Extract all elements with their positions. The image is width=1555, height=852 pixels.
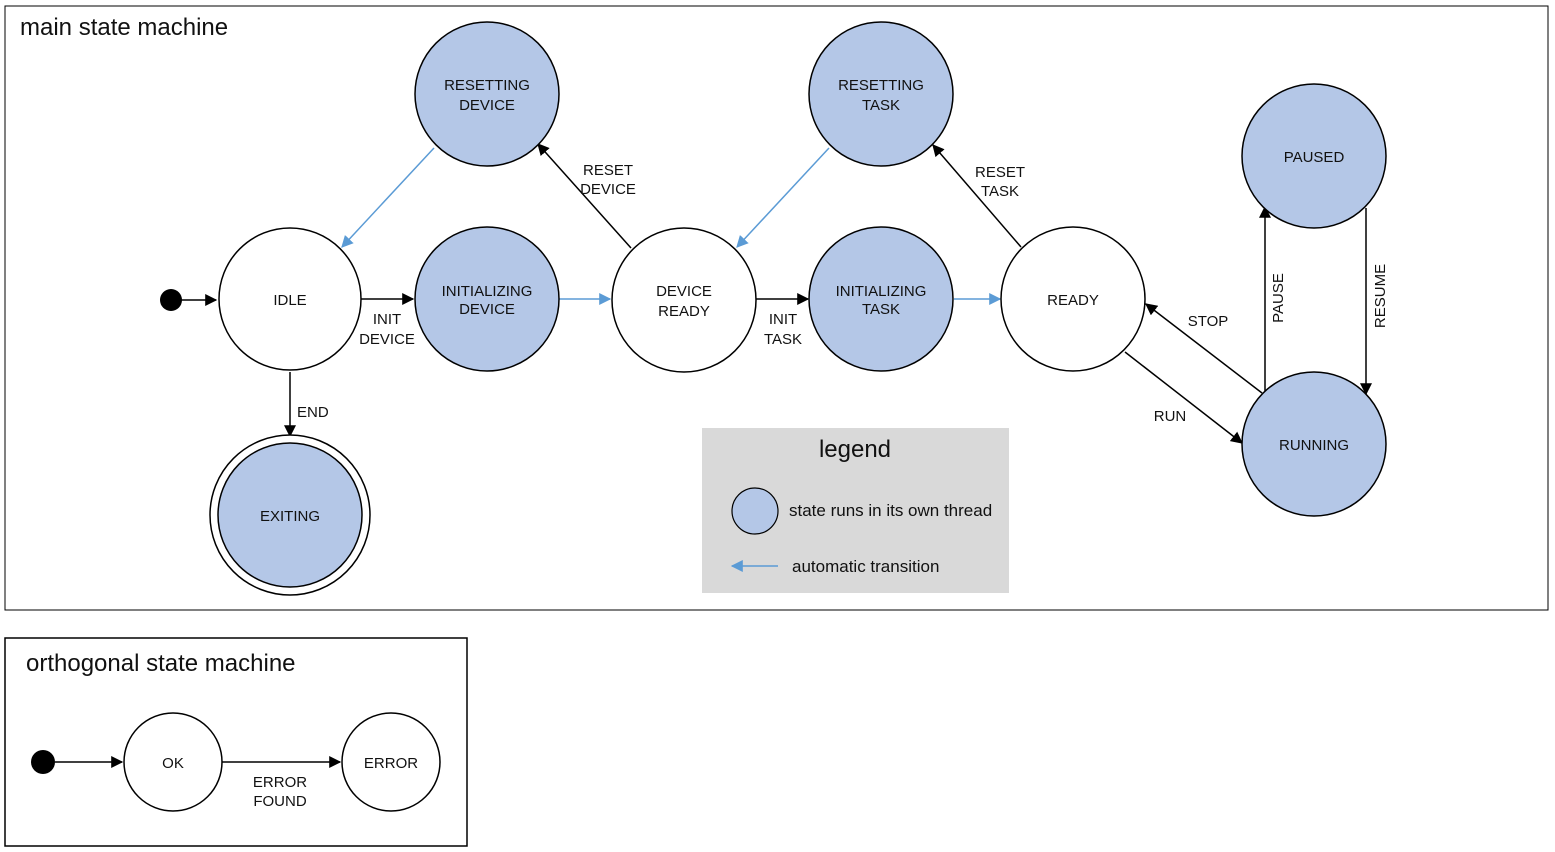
legend-title: legend xyxy=(819,436,891,463)
label-run: RUN xyxy=(1154,408,1187,425)
main-state-machine-title: main state machine xyxy=(20,14,228,41)
main-state-machine-frame xyxy=(4,5,1549,611)
svg-text:EXITING: EXITING xyxy=(260,508,320,525)
svg-text:RUNNING: RUNNING xyxy=(1279,437,1349,454)
label-reset-task-2: TASK xyxy=(981,183,1019,200)
label-init-device-1: INIT xyxy=(373,311,401,328)
label-error-found-2: FOUND xyxy=(253,793,306,810)
reset-task-arrow xyxy=(932,144,1022,248)
legend-thread-state-swatch xyxy=(731,487,779,535)
svg-text:INITIALIZING: INITIALIZING xyxy=(836,283,927,300)
label-init-device-2: DEVICE xyxy=(359,331,415,348)
svg-text:ERROR: ERROR xyxy=(364,755,418,772)
state-initializing-device: INITIALIZING DEVICE xyxy=(414,226,560,372)
svg-text:RESETTING: RESETTING xyxy=(838,77,924,94)
state-running: RUNNING xyxy=(1241,371,1387,517)
label-reset-device-1: RESET xyxy=(583,162,633,179)
svg-text:IDLE: IDLE xyxy=(273,292,306,309)
legend-thread-state-text: state runs in its own thread xyxy=(789,501,992,520)
state-paused: PAUSED xyxy=(1241,83,1387,229)
orthogonal-initial-state-dot xyxy=(31,750,55,774)
svg-text:OK: OK xyxy=(162,755,184,772)
label-stop: STOP xyxy=(1188,313,1229,330)
state-resetting-task: RESETTING TASK xyxy=(808,21,954,167)
svg-text:TASK: TASK xyxy=(862,97,900,114)
run-arrow xyxy=(1124,351,1243,444)
state-ready: READY xyxy=(1000,226,1146,372)
svg-text:TASK: TASK xyxy=(862,301,900,318)
auto-resetdev-to-idle-arrow xyxy=(341,147,435,248)
svg-text:READY: READY xyxy=(1047,292,1099,309)
orthogonal-state-machine-frame xyxy=(4,637,468,847)
svg-text:INITIALIZING: INITIALIZING xyxy=(442,283,533,300)
svg-text:DEVICE: DEVICE xyxy=(459,97,515,114)
initial-state-dot xyxy=(160,289,182,311)
svg-text:PAUSED: PAUSED xyxy=(1284,149,1345,166)
auto-resettask-to-devready-arrow xyxy=(736,147,830,248)
svg-text:DEVICE: DEVICE xyxy=(656,283,712,300)
label-init-task-1: INIT xyxy=(769,311,797,328)
label-pause: PAUSE xyxy=(1270,273,1287,323)
legend-auto-transition-text: automatic transition xyxy=(792,557,939,576)
stop-arrow xyxy=(1145,303,1263,394)
label-error-found-1: ERROR xyxy=(253,774,307,791)
state-device-ready: DEVICE READY xyxy=(611,227,757,373)
label-reset-device-2: DEVICE xyxy=(580,181,636,198)
state-error: ERROR xyxy=(341,712,441,812)
reset-device-arrow xyxy=(537,143,632,249)
orthogonal-state-machine-title: orthogonal state machine xyxy=(26,650,296,677)
state-resetting-device: RESETTING DEVICE xyxy=(414,21,560,167)
svg-text:RESETTING: RESETTING xyxy=(444,77,530,94)
state-initializing-task: INITIALIZING TASK xyxy=(808,226,954,372)
state-ok: OK xyxy=(123,712,223,812)
state-exiting: EXITING xyxy=(209,434,371,596)
legend: legend state runs in its own thread auto… xyxy=(702,428,1009,593)
label-reset-task-1: RESET xyxy=(975,164,1025,181)
label-resume: RESUME xyxy=(1372,264,1389,328)
svg-text:READY: READY xyxy=(658,303,710,320)
label-end: END xyxy=(297,404,329,421)
svg-text:DEVICE: DEVICE xyxy=(459,301,515,318)
state-idle: IDLE xyxy=(218,227,362,371)
label-init-task-2: TASK xyxy=(764,331,802,348)
